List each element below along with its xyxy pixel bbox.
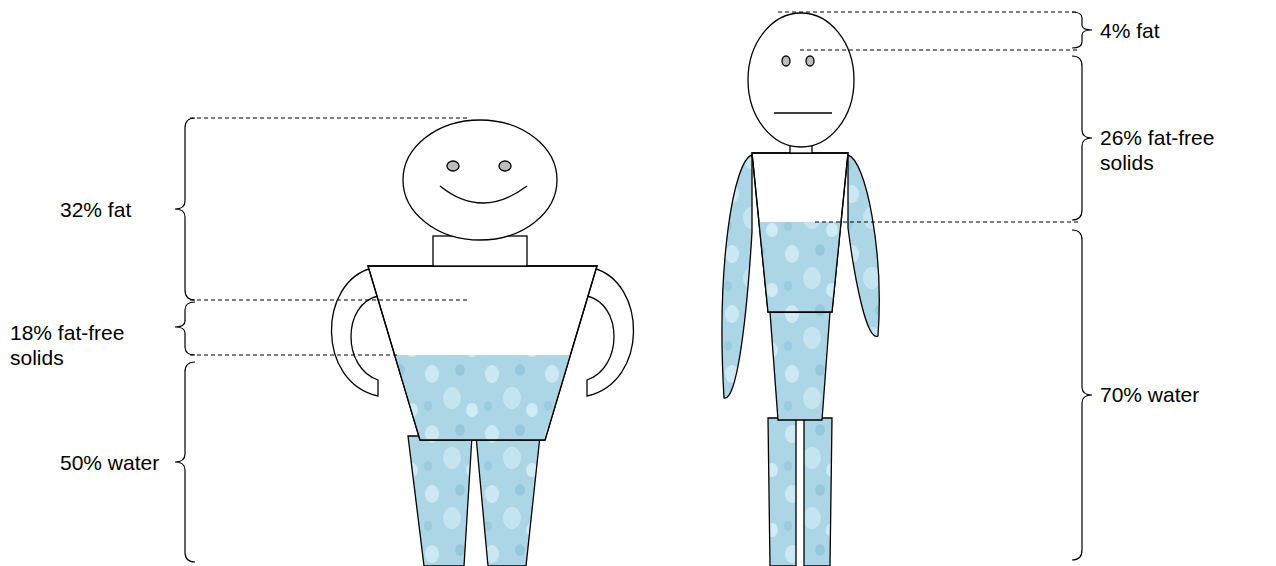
torso bbox=[752, 153, 848, 312]
eye bbox=[447, 161, 459, 171]
brace bbox=[175, 118, 195, 300]
arm bbox=[848, 155, 879, 336]
arm bbox=[331, 268, 378, 396]
figure-right bbox=[722, 13, 879, 566]
hips bbox=[770, 312, 830, 420]
leg bbox=[476, 436, 540, 566]
guide-line bbox=[815, 222, 1078, 223]
percent-label: 26% fat-free solids bbox=[1100, 125, 1240, 175]
percent-label: 18% fat-free solids bbox=[10, 320, 150, 370]
guide-line bbox=[778, 12, 1078, 13]
percent-label: 50% water bbox=[60, 450, 190, 475]
percent-label: 32% fat bbox=[60, 197, 190, 222]
eye bbox=[806, 56, 814, 66]
leg bbox=[768, 418, 796, 566]
brace bbox=[175, 362, 195, 562]
arm bbox=[722, 155, 752, 398]
torso-outline bbox=[752, 153, 848, 312]
torso bbox=[368, 266, 597, 440]
water-fill bbox=[759, 222, 841, 312]
percent-label: 4% fat bbox=[1100, 18, 1250, 43]
mouth bbox=[440, 186, 527, 203]
water-fill bbox=[395, 355, 570, 440]
guide-lines bbox=[190, 12, 1078, 355]
eye bbox=[499, 161, 511, 171]
head bbox=[748, 13, 854, 147]
head bbox=[403, 120, 557, 240]
leg bbox=[804, 418, 832, 566]
guide-line bbox=[800, 50, 1078, 51]
brace bbox=[1072, 12, 1092, 48]
mouth bbox=[774, 112, 832, 113]
percent-label: 70% water bbox=[1100, 382, 1260, 407]
eye bbox=[782, 56, 790, 66]
guide-line bbox=[190, 355, 398, 356]
leg bbox=[408, 436, 472, 566]
figure-left bbox=[331, 120, 633, 566]
brace bbox=[1072, 56, 1092, 220]
arm bbox=[587, 268, 634, 396]
brace bbox=[1072, 230, 1092, 560]
guide-line bbox=[190, 300, 470, 301]
torso-outline bbox=[368, 266, 597, 440]
brace bbox=[175, 302, 195, 355]
guide-line bbox=[190, 118, 470, 119]
braces bbox=[175, 12, 1092, 562]
